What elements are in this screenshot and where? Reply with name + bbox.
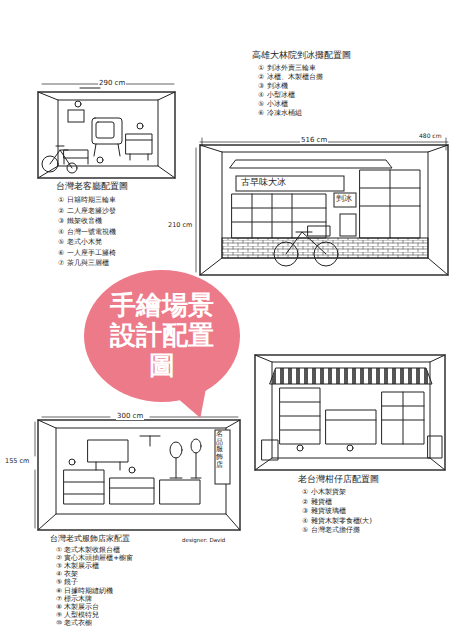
grocery-shop-sketch-stroke — [255, 355, 445, 470]
note-text: ① 小木製貨架 — [302, 488, 346, 496]
note-text: ② 二人座老籐沙發 — [58, 207, 116, 215]
grocery-shop-sketch — [255, 355, 445, 470]
clothing-shop-sketch-stroke — [38, 420, 240, 530]
grocery-shop-sketch-stroke — [382, 392, 424, 444]
grocery-shop-sketch-stroke — [262, 436, 442, 460]
dimension-label: 480 cm — [418, 133, 443, 140]
living-room-sketch-stroke — [80, 88, 100, 89]
grocery-shop-sketch-stroke — [255, 355, 445, 470]
living-room-sketch-stroke — [38, 92, 175, 178]
clothing-shop-sketch-stroke — [129, 467, 135, 473]
note-text: ④ 台灣一號電視機 — [58, 228, 116, 236]
note-text: ⑦ 茶几與三層櫃 — [58, 259, 109, 267]
clothing-shop-sketch-stroke — [170, 458, 182, 478]
bubble-text-box: 手繪場景設計配置圖 — [82, 268, 242, 404]
note-text: 古早味大冰 — [241, 177, 286, 187]
note-text: ① 剉冰外賣三輪車 — [258, 64, 316, 72]
living-room-sketch-stroke — [38, 92, 175, 178]
living-room-sketch — [38, 84, 175, 178]
ice-stall-sketch-stroke — [360, 170, 420, 238]
ice-stall-sketch-stroke — [334, 193, 356, 207]
note-text: ③ 雜貨玻璃櫃 — [302, 507, 346, 515]
note-text: 剉冰 — [336, 194, 352, 203]
clothing-shop-sketch-stroke — [35, 422, 36, 528]
ice-stall-sketch-stroke — [232, 194, 326, 238]
note-text: ⑥ 冷凍水桶組 — [258, 109, 302, 117]
note-text: 老台灣柑仔店配置圖 — [298, 475, 379, 485]
note-text: ② 冰櫃、木製櫃台攤 — [258, 73, 323, 81]
note-text: 台灣老客廳配置圖 — [56, 182, 128, 192]
note-text: ⑨ 人型模特兒 — [56, 612, 99, 620]
clothing-shop-sketch-stroke — [69, 459, 75, 465]
living-room-sketch-stroke — [97, 157, 103, 163]
clothing-shop-sketch-stroke — [64, 470, 104, 504]
note-text: ④ 衣架 — [56, 571, 78, 579]
dimension-label: 516 cm — [300, 136, 328, 144]
clothing-shop-sketch-stroke — [160, 480, 200, 504]
note-text: designer: David — [182, 537, 225, 543]
living-room-sketch-stroke — [68, 110, 84, 122]
note-text: 高雄大林院剉冰攤配置圖 — [252, 50, 351, 60]
ice-stall-sketch — [196, 138, 448, 275]
note-text: 210 cm — [168, 222, 192, 229]
living-room-sketch-stroke — [75, 101, 81, 107]
clothing-shop-sketch-stroke — [38, 420, 240, 530]
ice-stall-sketch-stroke — [200, 145, 448, 275]
note-text: ⑧ 木製展示台 — [56, 604, 99, 612]
note-text: ④ 雜貨木製零食櫃(大) — [302, 517, 372, 525]
note-text: ③ 剉冰機 — [258, 82, 288, 90]
grocery-shop-sketch-stroke — [270, 368, 432, 384]
living-room-sketch-stroke — [96, 122, 114, 138]
note-text: ① 老式木製收銀台櫃 — [56, 547, 120, 555]
note-text: ③ 鐵架收音機 — [58, 217, 102, 225]
note-text: ④ 小型冰櫃 — [258, 91, 295, 99]
clothing-shop-sketch-stroke — [191, 439, 201, 453]
ice-stall-sketch-stroke — [230, 160, 392, 168]
note-text: ⑤ 鏡子 — [56, 579, 78, 587]
dimension-label: 290 cm — [98, 79, 126, 87]
note-text: ⑤ 台灣老式擔仔攤 — [302, 526, 360, 534]
living-room-sketch-stroke — [126, 134, 152, 160]
ice-stall-sketch-stroke — [340, 214, 356, 236]
living-room-sketch-stroke — [50, 146, 72, 168]
clothing-shop-sketch-stroke — [110, 478, 154, 504]
note-text: 台灣老式服飾店家配置 — [50, 534, 130, 543]
clothing-shop-sketch — [35, 417, 240, 530]
note-text: ③ 木製展示櫃 — [56, 563, 99, 571]
ice-stall-sketch-stroke — [236, 176, 344, 191]
note-text: ① 日籍時期三輪車 — [58, 196, 116, 204]
living-room-sketch-stroke — [137, 123, 143, 129]
clothing-shop-sketch-stroke — [215, 430, 230, 484]
bubble-body — [84, 270, 240, 402]
grocery-shop-sketch-stroke — [280, 388, 320, 444]
clothing-shop-sketch-stroke — [170, 442, 182, 458]
clothing-shop-sketch-stroke — [191, 453, 201, 478]
clothing-shop-sketch-stroke — [88, 440, 128, 470]
speech-bubble: 手繪場景設計配置圖 — [82, 268, 242, 420]
living-room-sketch-stroke — [92, 118, 122, 144]
living-room-sketch-stroke — [64, 150, 88, 164]
note-text: ⑥ 日據時期縫紉機 — [56, 588, 113, 596]
note-text: ② 雜貨櫃 — [302, 498, 332, 506]
grocery-shop-sketch-stroke — [297, 445, 303, 451]
vertical-sign-text: 名品服飾店 — [216, 431, 223, 469]
ice-stall-sketch-stroke — [196, 148, 197, 272]
note-text: ⑦ 標示木牌 — [56, 596, 92, 604]
grocery-shop-sketch-stroke — [326, 410, 376, 444]
note-text: ⑥ 一人座手工籐椅 — [58, 249, 116, 257]
dimension-label: 300 cm — [116, 412, 144, 420]
note-text: ⑤ 老式小木凳 — [58, 238, 102, 246]
note-text: ⑩ 老式衣櫥 — [56, 620, 92, 628]
ice-stall-sketch-stroke — [286, 226, 330, 254]
grocery-shop-sketch-stroke — [347, 445, 353, 451]
dimension-label: 155 cm — [4, 458, 30, 465]
clothing-shop-sketch-stroke — [140, 436, 160, 446]
bubble-title: 手繪場景設計配置圖 — [110, 291, 214, 381]
note-text: ⑤ 小冰櫃 — [258, 100, 288, 108]
living-room-sketch-stroke — [94, 144, 120, 156]
note-text: ② 實心木頭抽屜櫃+櫥窗 — [56, 555, 133, 563]
ice-stall-sketch-stroke — [222, 238, 428, 258]
ice-stall-sketch-stroke — [200, 145, 448, 275]
